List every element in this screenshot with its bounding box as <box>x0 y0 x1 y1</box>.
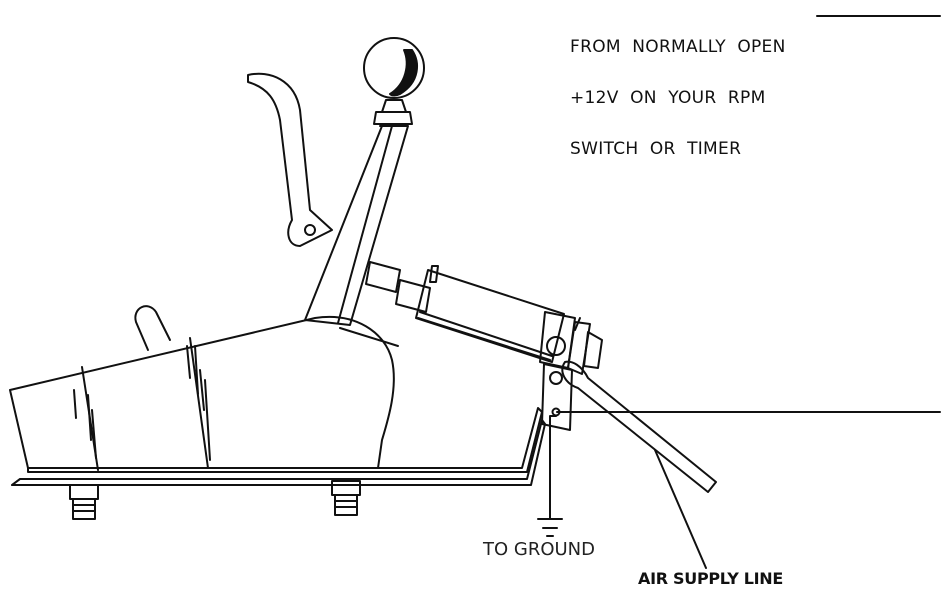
ground-wire <box>549 415 557 519</box>
source-label: FROM NORMALLY OPEN +12V ON YOUR RPM SWIT… <box>570 5 786 192</box>
bolt-left <box>69 484 99 520</box>
shift-stick <box>304 125 409 326</box>
solenoid-valve <box>541 363 573 431</box>
lockout-lever <box>134 305 171 351</box>
reverse-lockout-handle <box>247 72 333 247</box>
air-supply-label: AIR SUPPLY LINE <box>638 569 784 588</box>
shifter-body <box>9 315 395 469</box>
shift-knob <box>363 37 425 99</box>
stick-collar <box>373 111 413 125</box>
air-supply-line <box>561 360 717 493</box>
source-label-line-1: FROM NORMALLY OPEN <box>570 37 786 57</box>
bolt-right <box>331 480 361 516</box>
source-label-line-3: SWITCH OR TIMER <box>570 139 742 159</box>
ground-label: TO GROUND <box>483 539 596 560</box>
air-cylinder <box>365 261 603 375</box>
base-plate <box>27 407 543 473</box>
source-label-line-2: +12V ON YOUR RPM <box>570 88 766 108</box>
